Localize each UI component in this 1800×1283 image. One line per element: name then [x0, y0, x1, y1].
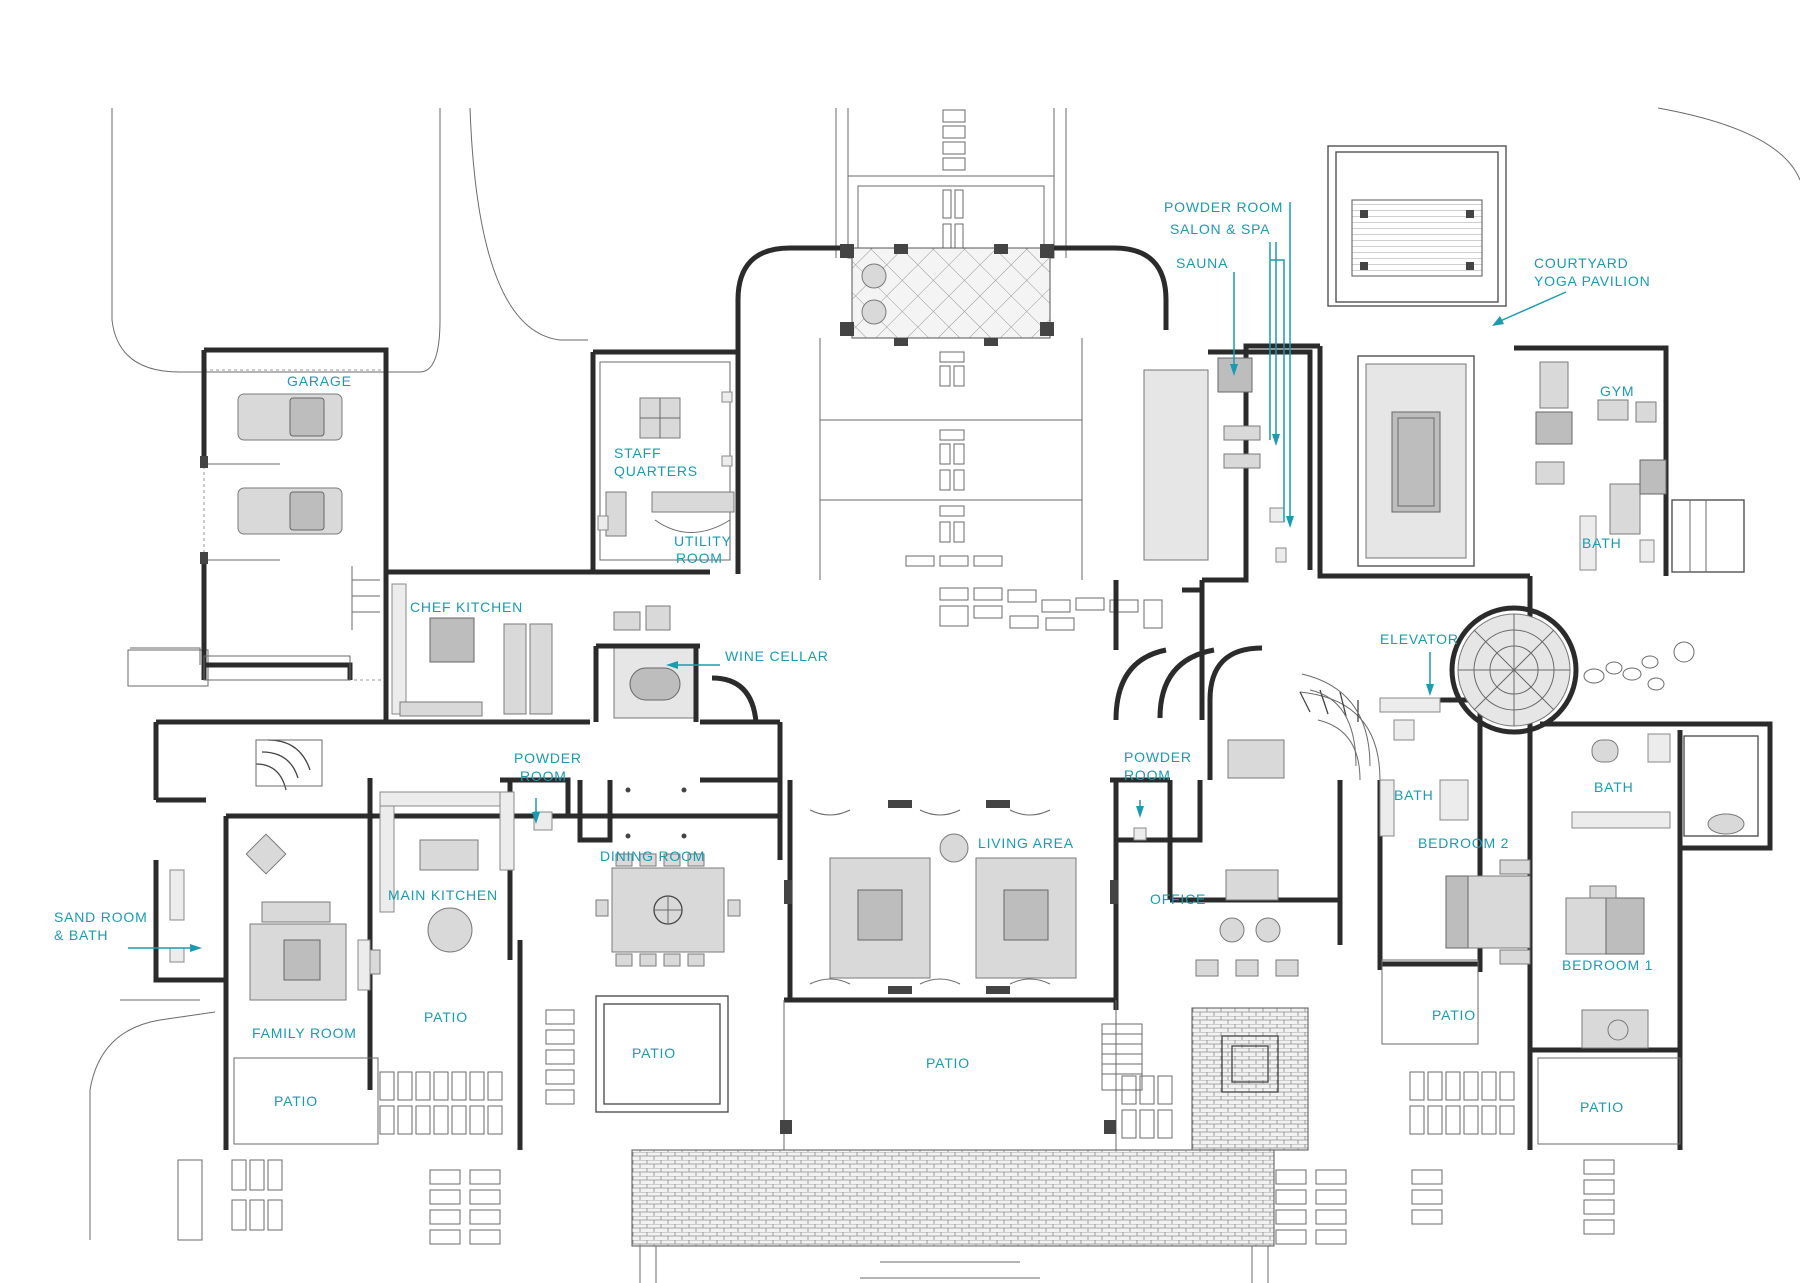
paver-blocks	[177, 1009, 1615, 1245]
label-garage: GARAGE	[287, 373, 352, 389]
bedroom-2	[1379, 697, 1531, 965]
label-living-area: LIVING AREA	[978, 835, 1074, 851]
label-dining-room: DINING ROOM	[600, 848, 705, 864]
courtyard	[1327, 145, 1507, 567]
label-bedroom-2: BEDROOM 2	[1418, 835, 1509, 851]
label-powder-left-1: POWDER	[514, 750, 582, 766]
dining-area	[533, 787, 741, 967]
walkway-pavers	[905, 351, 1003, 567]
yoga-deck	[1351, 199, 1483, 277]
forecourt-pavers	[939, 587, 1163, 631]
dining-chairs	[595, 853, 741, 967]
label-patio-bedroom1: PATIO	[1580, 1099, 1624, 1115]
label-bath-right: BATH	[1594, 779, 1634, 795]
site-lines	[89, 107, 1800, 1240]
label-courtyard-1: COURTYARD	[1534, 255, 1629, 271]
room-labels: GARAGE STAFF QUARTERS UTILITY ROOM CHEF …	[54, 199, 1653, 1115]
label-patio-family: PATIO	[424, 1009, 468, 1025]
main-walls	[153, 343, 1773, 1150]
spa-wing	[1143, 349, 1313, 570]
label-powder-left-2: ROOM	[520, 768, 567, 784]
car-1	[237, 393, 343, 441]
entry-pavers	[942, 109, 966, 253]
label-utility-2: ROOM	[676, 550, 723, 566]
main-kitchen	[245, 791, 515, 975]
label-salon-spa: SALON & SPA	[1170, 221, 1270, 237]
office-foyer	[1133, 689, 1381, 977]
label-office: OFFICE	[1150, 891, 1206, 907]
label-elevator: ELEVATOR	[1380, 631, 1459, 647]
car-2	[237, 487, 343, 535]
label-bath-gym: BATH	[1582, 535, 1622, 551]
bedroom-1	[1565, 733, 1759, 1049]
entry-forecourt	[735, 108, 1169, 631]
portico-tile	[851, 247, 1051, 339]
label-patio-bedroom2: PATIO	[1432, 1007, 1476, 1023]
label-bath-mid: BATH	[1394, 787, 1434, 803]
gym	[1535, 361, 1745, 573]
patios	[177, 959, 1681, 1283]
label-chef-kitchen: CHEF KITCHEN	[410, 599, 523, 615]
label-patio-main: PATIO	[926, 1055, 970, 1071]
label-gym: GYM	[1600, 383, 1634, 399]
label-family-room: FAMILY ROOM	[252, 1025, 357, 1041]
family-room	[169, 869, 371, 1001]
stepping-stones	[1583, 641, 1695, 691]
label-courtyard-2: YOGA PAVILION	[1534, 273, 1650, 289]
chef-kitchen	[383, 569, 759, 725]
label-bedroom-1: BEDROOM 1	[1562, 957, 1653, 973]
label-wine-cellar: WINE CELLAR	[725, 648, 829, 664]
label-patio-left: PATIO	[274, 1093, 318, 1109]
label-utility-1: UTILITY	[674, 533, 732, 549]
label-sand-room-1: SAND ROOM	[54, 909, 148, 925]
label-sand-room-2: & BATH	[54, 927, 108, 943]
label-main-kitchen: MAIN KITCHEN	[388, 887, 498, 903]
label-arrows	[128, 202, 1567, 952]
staff-quarters	[590, 349, 741, 574]
stairs	[255, 566, 1371, 1091]
label-patio-center-small: PATIO	[632, 1045, 676, 1061]
label-powder-right-2: ROOM	[1124, 767, 1171, 783]
living-piers	[784, 800, 1118, 994]
label-staff-2: QUARTERS	[614, 463, 698, 479]
living-area	[784, 800, 1118, 994]
label-powder-room-top: POWDER ROOM	[1164, 199, 1283, 215]
label-powder-right-1: POWDER	[1124, 749, 1192, 765]
garage	[200, 347, 389, 681]
rotunda	[1449, 605, 1695, 735]
brick-court	[1191, 1007, 1309, 1151]
brick-terrace	[631, 1149, 1275, 1247]
stone-terrace	[1143, 369, 1209, 561]
label-staff-1: STAFF	[614, 445, 661, 461]
label-sauna: SAUNA	[1176, 255, 1228, 271]
